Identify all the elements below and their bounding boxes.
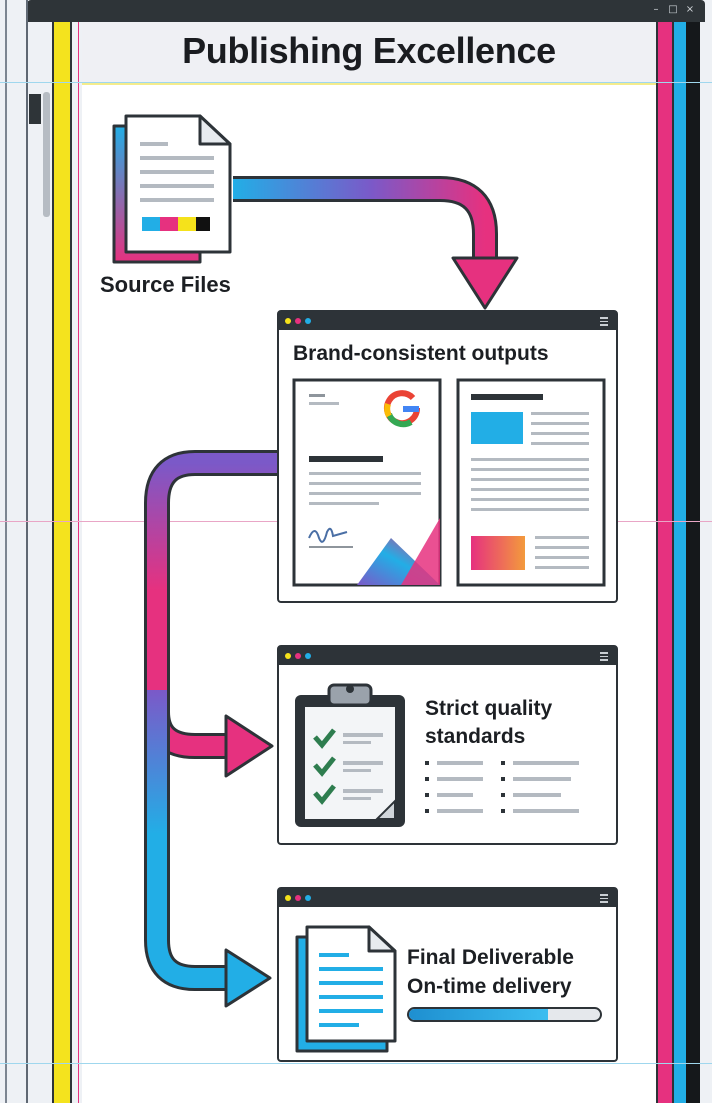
menu-icon[interactable] [600,894,608,903]
frame-line [5,0,7,1103]
document-stack-icon [112,114,232,264]
maximize-icon[interactable]: □ [668,4,678,15]
close-icon[interactable]: × [685,4,695,15]
google-logo-icon [384,390,421,428]
window-dot-icon [285,895,291,901]
page-title: Publishing Excellence [182,30,556,71]
delivery-progress-fill [409,1009,549,1020]
final-title-line1: Final Deliverable [407,946,574,969]
outputs-title: Brand-consistent outputs [293,342,549,365]
minimize-icon[interactable]: – [653,4,659,15]
quality-title-line1: Strict quality [425,697,553,720]
scroll-tab[interactable] [29,94,41,124]
clipboard-checklist-icon [295,683,405,827]
title-bar [82,22,656,85]
final-title: Final Deliverable On-time delivery [407,943,574,1001]
window-dot-icon [305,895,311,901]
guide-line [0,82,712,83]
menu-icon[interactable] [600,317,608,326]
window-dot-icon [295,318,301,324]
deliverable-documents-icon [295,925,397,1053]
card-titlebar [279,647,616,665]
output-documents [292,378,606,587]
quality-title: Strict quality standards [425,695,552,751]
guide-line [0,1063,712,1064]
delivery-progress-bar [407,1007,602,1022]
arrow-source-to-outputs [233,176,519,310]
yellow-guide-bar [52,22,72,1103]
menu-icon[interactable] [600,652,608,661]
quality-card[interactable]: Strict quality standards [277,645,618,845]
final-title-line2: On-time delivery [407,975,572,998]
black-guide-bar [686,22,700,1103]
card-titlebar [279,889,616,907]
signature-icon [308,527,348,543]
magenta-guide-bar [656,22,672,1103]
window-dot-icon [285,318,291,324]
magenta-guide-line [78,22,79,1103]
quality-checklist-lines [425,761,579,813]
window-dot-icon [305,653,311,659]
scrollbar-thumb[interactable] [43,92,50,217]
window-dot-icon [285,653,291,659]
final-card[interactable]: Final Deliverable On-time delivery [277,887,618,1062]
window-dot-icon [295,895,301,901]
frame-line [26,0,28,1103]
card-titlebar [279,312,616,330]
cyan-guide-bar [672,22,686,1103]
quality-title-line2: standards [425,725,526,748]
window-dot-icon [295,653,301,659]
outputs-card[interactable]: Brand-consistent outputs [277,310,618,603]
window-titlebar: – □ × [27,0,705,22]
arrow-outputs-to-quality [144,450,277,778]
source-files-label: Source Files [100,272,231,297]
window-dot-icon [305,318,311,324]
arrow-to-final [144,690,272,1008]
